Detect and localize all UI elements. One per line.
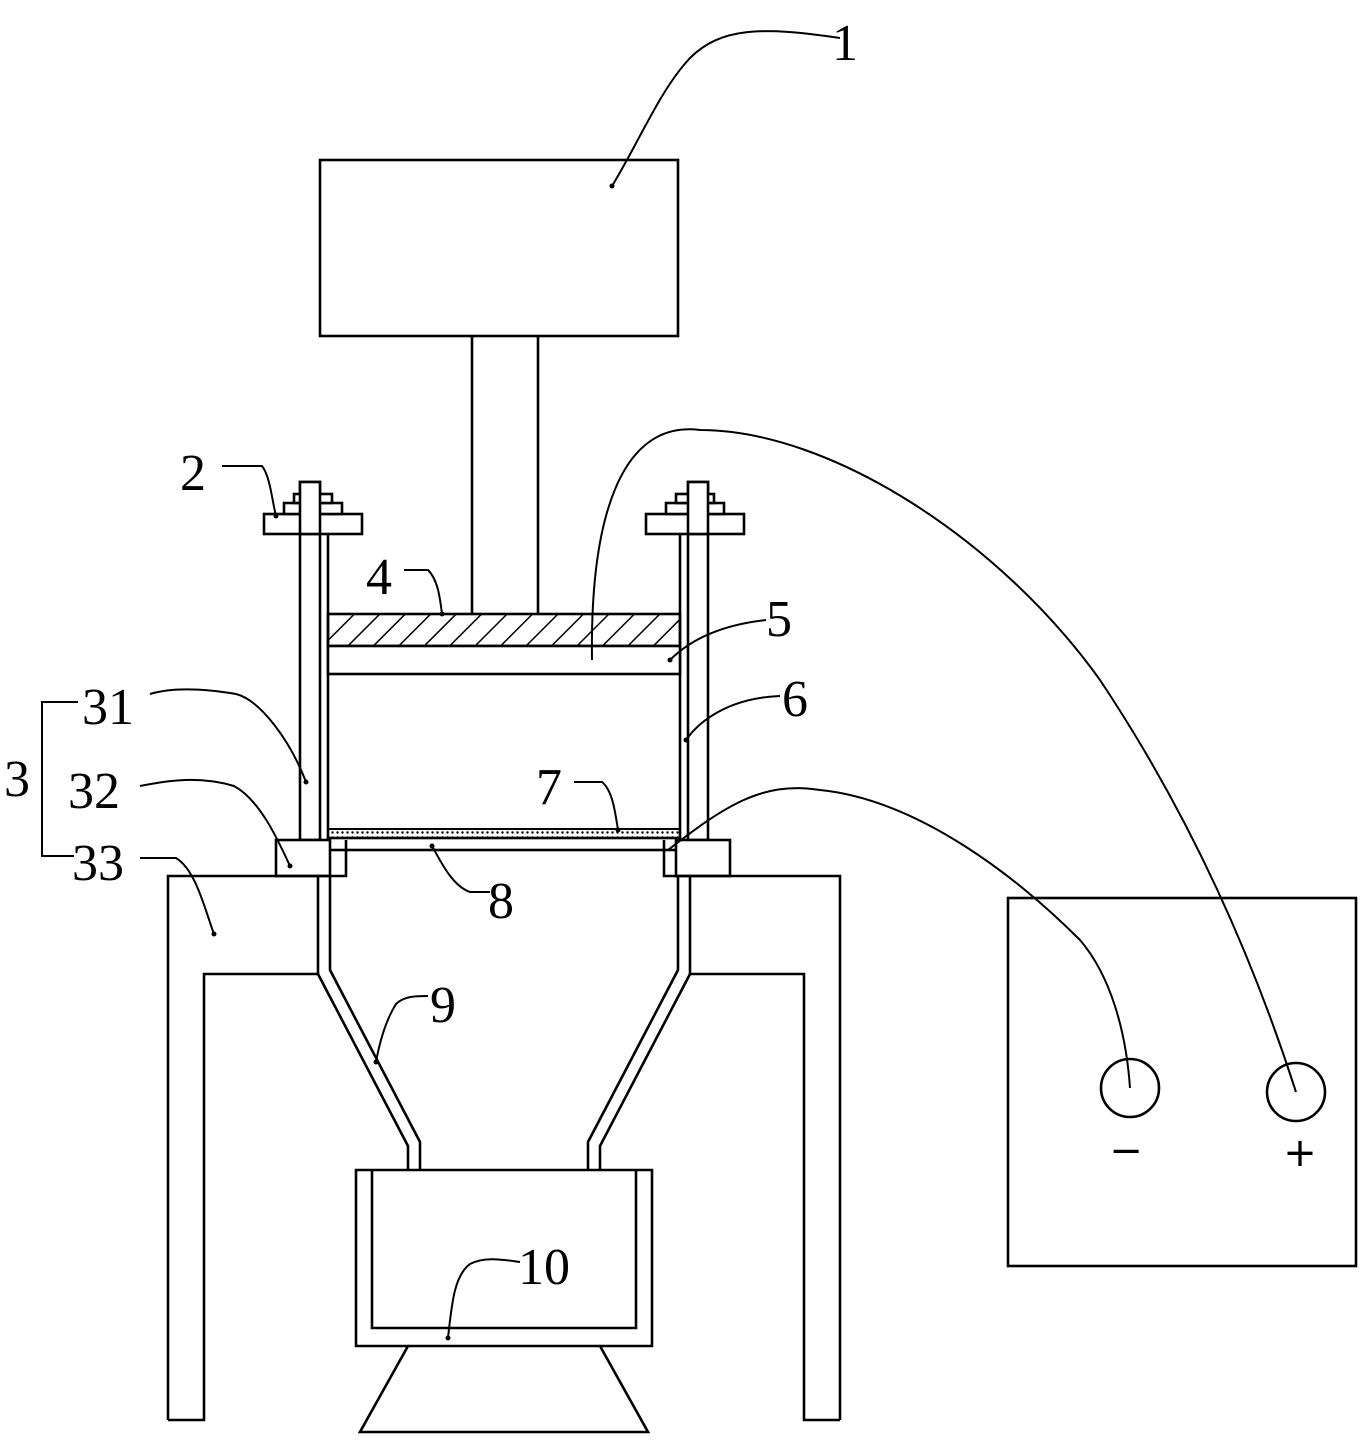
label-7: 7 bbox=[536, 759, 562, 816]
power-supply: − + bbox=[1006, 896, 1358, 1268]
label-32: 32 bbox=[68, 763, 120, 820]
label-5: 5 bbox=[766, 591, 792, 648]
right-side-block bbox=[674, 838, 732, 878]
label-1: 1 bbox=[832, 15, 858, 72]
label-3: 3 bbox=[4, 751, 30, 808]
label-4: 4 bbox=[366, 549, 392, 606]
collection-tank bbox=[354, 1168, 654, 1434]
label-33: 33 bbox=[72, 835, 124, 892]
label-9: 9 bbox=[430, 977, 456, 1034]
part-labels: 1 2 3 31 32 33 4 5 6 7 8 9 10 bbox=[4, 15, 858, 1296]
support-frame bbox=[166, 840, 842, 1422]
right-guide-column bbox=[686, 480, 710, 842]
left-clamp-nut bbox=[262, 480, 364, 536]
hatched-plate bbox=[326, 612, 682, 648]
label-2: 2 bbox=[180, 445, 206, 502]
filter-layer bbox=[327, 828, 681, 839]
label-8: 8 bbox=[488, 873, 514, 930]
base-plate bbox=[326, 836, 682, 852]
negative-wire bbox=[667, 787, 1131, 1089]
press-unit bbox=[318, 158, 680, 614]
press-box bbox=[318, 158, 680, 338]
leader-lines bbox=[41, 30, 841, 1341]
label-10: 10 bbox=[518, 1239, 570, 1296]
left-side-block bbox=[274, 838, 332, 878]
label-31: 31 bbox=[82, 679, 134, 736]
positive-wire bbox=[590, 428, 1297, 1093]
right-clamp-nut bbox=[644, 480, 746, 536]
electrode-plate bbox=[326, 644, 682, 676]
funnel bbox=[316, 876, 692, 1170]
positive-sign: + bbox=[1283, 1130, 1317, 1176]
left-guide-column bbox=[298, 480, 322, 842]
negative-terminal bbox=[1099, 1057, 1161, 1119]
negative-sign: − bbox=[1109, 1128, 1143, 1174]
label-6: 6 bbox=[782, 671, 808, 728]
positive-terminal bbox=[1265, 1061, 1327, 1123]
power-supply-box bbox=[1006, 896, 1358, 1268]
